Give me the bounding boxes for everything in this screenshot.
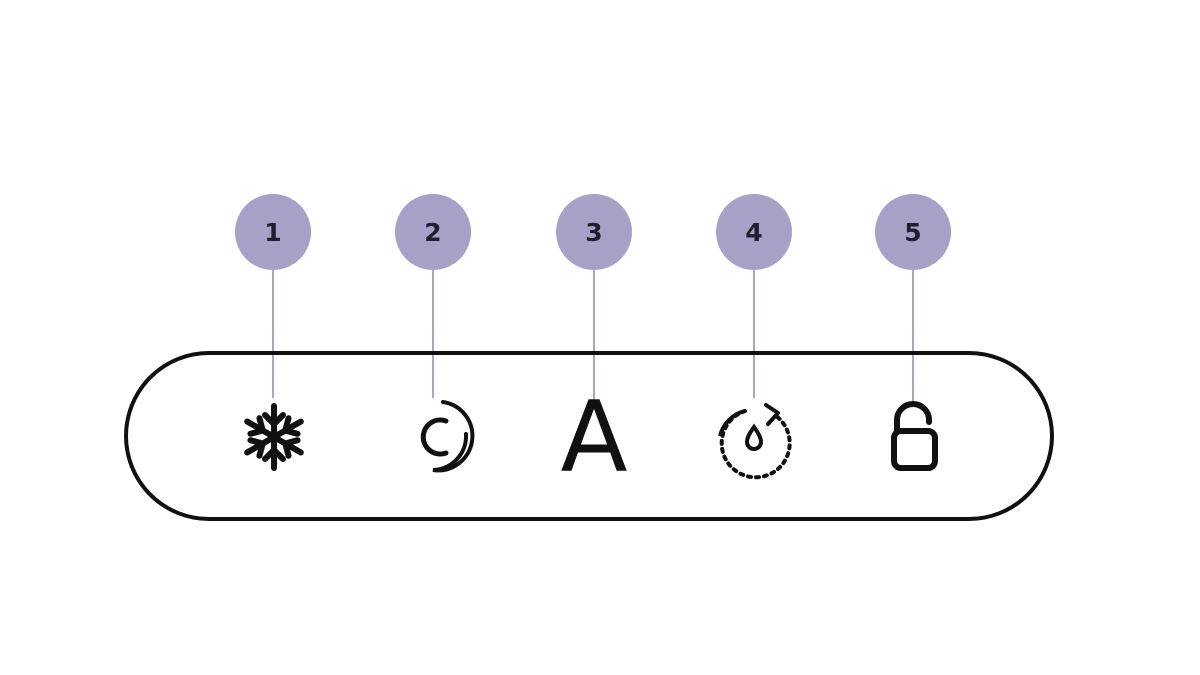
callout-number-3: 3 xyxy=(585,218,602,247)
callout-4: 4 xyxy=(716,194,792,270)
snowflake-icon xyxy=(244,403,304,471)
callout-number-5: 5 xyxy=(904,218,921,247)
callout-badge-3 xyxy=(556,194,632,270)
callout-5: 5 xyxy=(875,194,951,270)
callout-badge-4 xyxy=(716,194,792,270)
callout-2: 2 xyxy=(395,194,471,270)
callout-badge-2 xyxy=(395,194,471,270)
callout-number-1: 1 xyxy=(264,218,281,247)
callout-number-2: 2 xyxy=(424,218,441,247)
c-circle-icon xyxy=(420,400,475,473)
control-panel-outline xyxy=(124,351,1054,521)
water-drop-refresh-icon xyxy=(718,403,792,480)
letter-a-icon: A xyxy=(560,381,627,495)
callout-1: 1 xyxy=(235,194,311,270)
leader-lines xyxy=(272,262,914,404)
callout-3: 3 xyxy=(556,194,632,270)
callout-badge-5 xyxy=(875,194,951,270)
unlocked-padlock-icon xyxy=(891,401,938,471)
callout-badge-1 xyxy=(235,194,311,270)
callout-number-4: 4 xyxy=(745,218,762,247)
